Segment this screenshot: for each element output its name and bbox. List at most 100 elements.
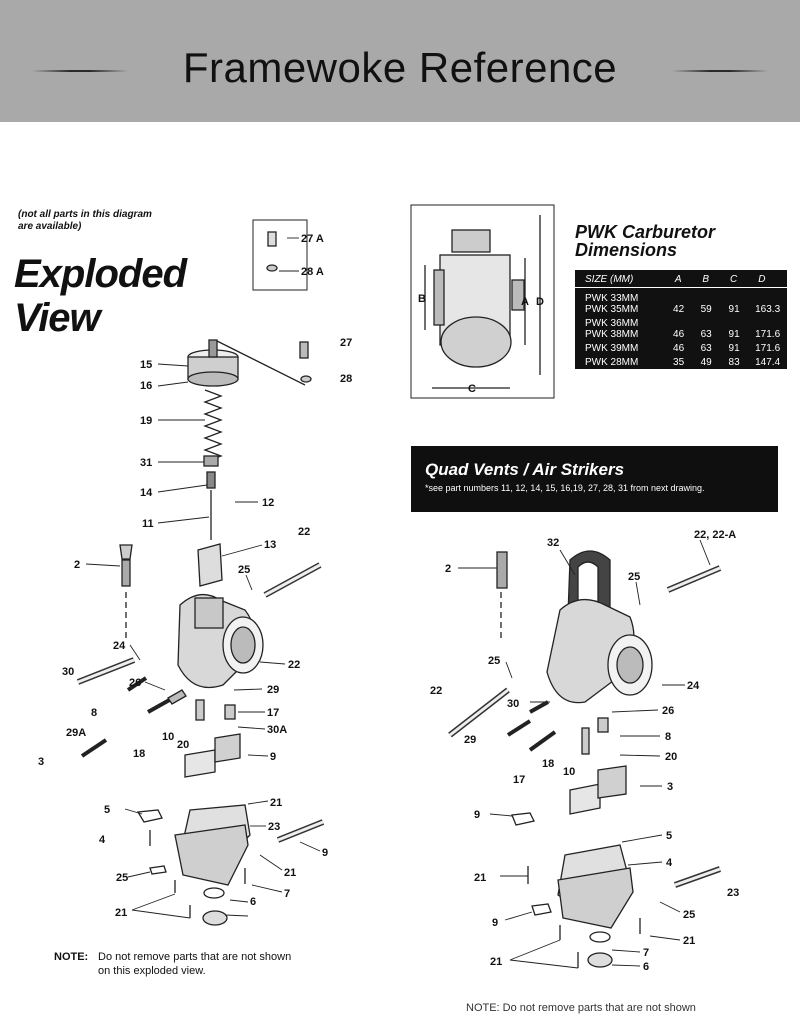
exploded-view-drawing: D A B C 27 A28 A272815161931141211132222… <box>38 204 739 973</box>
exploded-part-label: 20 <box>177 739 189 751</box>
exploded-part-label: 24 <box>113 640 126 652</box>
dimensions-value-c: 83 <box>728 357 740 368</box>
dimensions-value-a: 46 <box>673 329 685 340</box>
note-text: Do not remove parts that are not shown o… <box>98 951 292 977</box>
quad-part-label: 21 <box>474 872 486 884</box>
exploded-part-label: 10 <box>162 731 174 743</box>
exploded-part-label: 27 A <box>301 233 324 245</box>
quad-note: NOTE: Do not remove parts that are not s… <box>466 1002 696 1014</box>
dimensions-value-d: 171.6 <box>755 343 781 354</box>
exploded-part-label: 30A <box>267 724 287 736</box>
dim-letter-d: D <box>536 296 544 308</box>
exploded-part-label: 9 <box>322 847 328 859</box>
exploded-part-label: 21 <box>115 907 127 919</box>
quad-part-label: 25 <box>488 655 500 667</box>
exploded-view-title: Exploded View <box>14 252 187 340</box>
availability-note: (not all parts in this diagram are avail… <box>18 209 152 232</box>
quad-part-label: 25 <box>628 571 640 583</box>
quad-part-label: 9 <box>474 809 480 821</box>
exploded-part-label: 5 <box>104 804 110 816</box>
quad-vents-title: Quad Vents / Air Strikers <box>425 460 625 479</box>
dimensions-size-cell: PWK 28MM <box>585 357 639 368</box>
dim-letter-a: A <box>521 296 529 308</box>
dimensions-value-c: 91 <box>728 343 740 354</box>
dimensions-value-b: 59 <box>700 304 712 315</box>
exploded-part-label: 30 <box>62 666 74 678</box>
dim-letter-b: B <box>418 293 426 305</box>
quad-part-label: 25 <box>683 909 695 921</box>
exploded-part-label: 18 <box>133 748 145 760</box>
exploded-part-label: 14 <box>140 487 153 499</box>
exploded-view-title-line1: Exploded <box>14 252 187 296</box>
header-a: A <box>664 270 693 288</box>
exploded-part-label: 9 <box>270 751 276 763</box>
exploded-part-label: 4 <box>99 834 106 846</box>
dimensions-value-b: 63 <box>700 329 712 340</box>
quad-part-label: 5 <box>666 830 672 842</box>
quad-part-label: 10 <box>563 766 575 778</box>
quad-part-label: 21 <box>683 935 695 947</box>
exploded-part-label: 7 <box>284 888 290 900</box>
quad-part-label: 23 <box>727 887 739 899</box>
quad-part-label: 17 <box>513 774 525 786</box>
dimensions-value-c: 91 <box>728 329 740 340</box>
exploded-part-label: 17 <box>267 707 279 719</box>
exploded-part-label: 29A <box>66 727 86 739</box>
dimensions-value-b: 63 <box>700 343 712 354</box>
exploded-part-label: 22 <box>288 659 300 671</box>
quad-part-label: 22, 22-A <box>694 529 736 541</box>
exploded-part-label: 6 <box>250 896 256 908</box>
exploded-part-label: 13 <box>264 539 276 551</box>
note-label: NOTE: <box>54 951 89 963</box>
quad-part-label: 22 <box>430 685 442 697</box>
exploded-part-label: 21 <box>270 797 282 809</box>
exploded-part-label: 22 <box>298 526 310 538</box>
quad-part-label: 20 <box>665 751 677 763</box>
quad-part-label: 4 <box>666 857 673 869</box>
dimensions-title-line2: Dimensions <box>575 240 678 260</box>
quad-part-label: 21 <box>490 956 502 968</box>
dimensions-table-header: SIZE (MM) A B C D <box>575 270 787 288</box>
quad-vents-subtitle: *see part numbers 11, 12, 14, 15, 16,19,… <box>425 483 705 493</box>
exploded-part-label: 31 <box>140 457 152 469</box>
quad-part-label: 29 <box>464 734 476 746</box>
exploded-part-label: 28 <box>340 373 352 385</box>
exploded-part-label: 25 <box>238 564 250 576</box>
quad-part-label: 26 <box>662 705 674 717</box>
exploded-part-label: 16 <box>140 380 152 392</box>
quad-part-label: 8 <box>665 731 671 743</box>
header-size: SIZE (MM) <box>575 270 665 288</box>
exploded-view-title-line2: View <box>14 296 101 340</box>
quad-part-label: 6 <box>643 961 649 973</box>
quad-part-label: 32 <box>547 537 559 549</box>
dimensions-value-a: 42 <box>673 304 685 315</box>
header-d: D <box>748 270 787 288</box>
dimensions-value-d: 147.4 <box>755 357 781 368</box>
quad-part-label: 24 <box>687 680 700 692</box>
dim-letter-c: C <box>468 383 476 395</box>
dimensions-title-line1: PWK Carburetor <box>575 222 716 242</box>
quad-part-label: 30 <box>507 698 519 710</box>
page-title: Framewoke Reference <box>182 44 618 91</box>
quad-part-label: 9 <box>492 917 498 929</box>
header-b: B <box>692 270 720 288</box>
dimensions-value-a: 35 <box>673 357 685 368</box>
exploded-part-label: 26 <box>129 677 141 689</box>
quad-part-label: 7 <box>643 947 649 959</box>
dimensions-value-a: 46 <box>673 343 685 354</box>
header-banner: Framewoke Reference <box>0 0 800 122</box>
exploded-part-label: 8 <box>91 707 97 719</box>
header-left-rule <box>32 70 128 72</box>
exploded-note: NOTE: Do not remove parts that are not sh… <box>54 950 303 978</box>
exploded-part-label: 25 <box>116 872 128 884</box>
dimensions-title: PWK Carburetor Dimensions <box>575 223 715 259</box>
exploded-part-label: 23 <box>268 821 280 833</box>
quad-part-label: 3 <box>667 781 673 793</box>
exploded-part-label: 11 <box>142 518 154 530</box>
